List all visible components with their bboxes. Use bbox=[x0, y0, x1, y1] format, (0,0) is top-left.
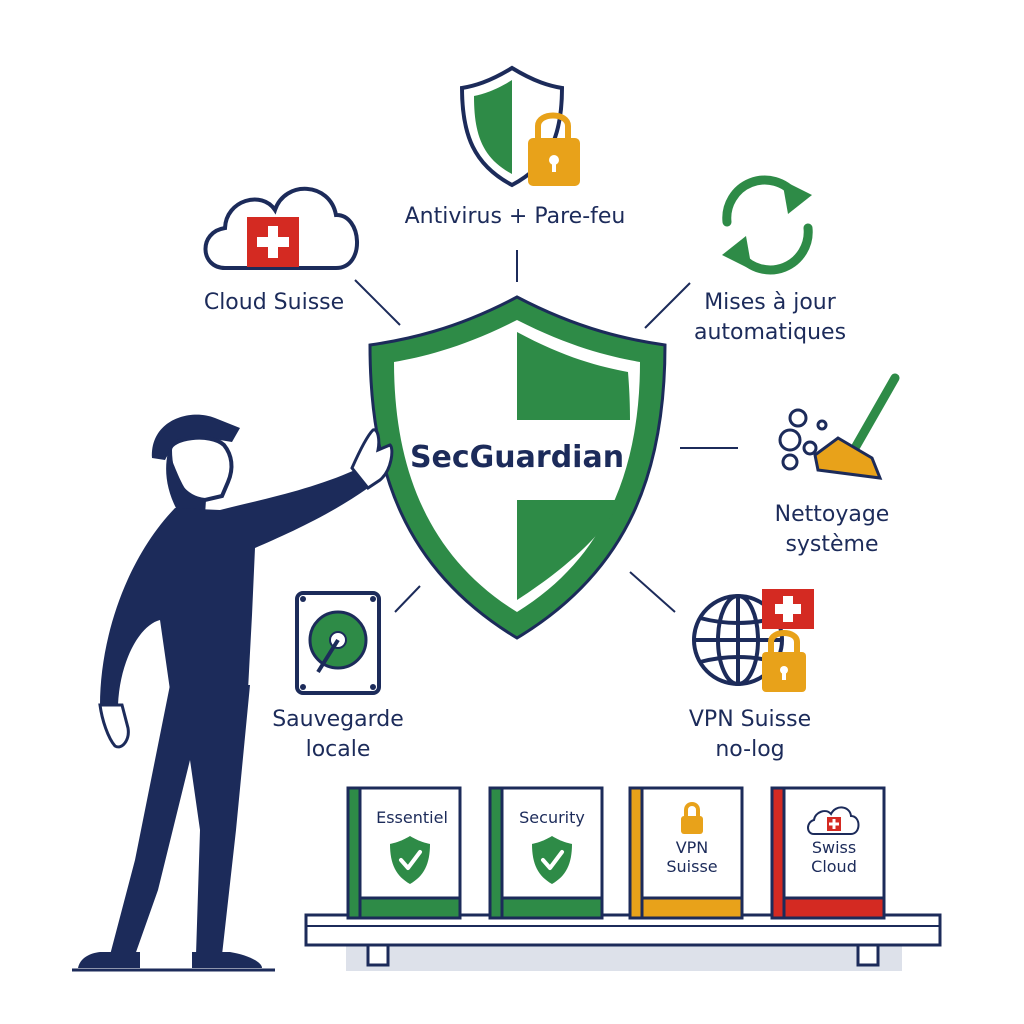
product-label-swiss-cloud: Swiss Cloud bbox=[811, 838, 857, 876]
vpn-label-line1: VPN Suisse bbox=[688, 707, 812, 732]
backup-label-line2: locale bbox=[305, 737, 371, 762]
vpn-swiss-flag-icon bbox=[762, 589, 814, 629]
cleaning-label-line1: Nettoyage bbox=[774, 502, 890, 527]
updates-label-line2: automatiques bbox=[693, 320, 847, 345]
product-label-vpn-line1: VPN bbox=[675, 838, 709, 857]
refresh-arrowhead-top bbox=[782, 180, 812, 214]
product-label-security: Security bbox=[519, 808, 585, 827]
cleaning-label-line2: système bbox=[785, 532, 879, 557]
vpn-padlock-icon bbox=[762, 630, 806, 692]
updates-label-line1: Mises à jour bbox=[704, 290, 836, 315]
backup-label-line1: Sauvegarde bbox=[272, 707, 404, 732]
swiss-cloud-icon bbox=[807, 806, 860, 835]
brand-title: SecGuardian bbox=[409, 440, 625, 475]
product-label-essentiel-line1: Essentiel bbox=[376, 808, 448, 827]
product-label-vpn-line2: Suisse bbox=[666, 857, 718, 876]
check-shield-icon bbox=[390, 836, 430, 884]
connector-cloud bbox=[354, 279, 401, 326]
product-box-vpn-suisse bbox=[628, 786, 744, 920]
cleaning-label: Nettoyage système bbox=[775, 500, 890, 560]
padlock-icon bbox=[681, 802, 703, 834]
swiss-flag-icon bbox=[247, 217, 299, 267]
cloud-label: Cloud Suisse bbox=[203, 290, 345, 315]
connector-lines bbox=[354, 250, 738, 613]
secguardian-shield-icon bbox=[368, 295, 667, 640]
antivirus-padlock-icon bbox=[528, 112, 580, 186]
product-label-swiss-cloud-line1: Swiss bbox=[811, 838, 857, 857]
updates-label: Mises à jour automatiques bbox=[694, 288, 846, 348]
product-box-swiss-cloud bbox=[770, 786, 886, 920]
connector-vpn bbox=[629, 571, 676, 613]
hard-drive-icon bbox=[295, 591, 381, 695]
product-label-swiss-cloud-line2: Cloud bbox=[811, 857, 857, 876]
person-figure bbox=[72, 414, 394, 972]
product-label-essentiel: Essentiel bbox=[376, 808, 448, 827]
vpn-label-line2: no-log bbox=[715, 737, 785, 762]
connector-backup bbox=[394, 585, 421, 613]
broom-icon bbox=[778, 373, 900, 480]
product-box-essentiel bbox=[346, 786, 462, 920]
antivirus-label: Antivirus + Pare-feu bbox=[404, 204, 626, 229]
check-shield-icon bbox=[532, 836, 572, 884]
connector-updates bbox=[644, 282, 691, 329]
product-label-security-line1: Security bbox=[519, 808, 585, 827]
vpn-label: VPN Suisse no-log bbox=[689, 705, 811, 765]
refresh-arrowhead-bottom bbox=[722, 236, 752, 270]
product-label-vpn: VPN Suisse bbox=[666, 838, 717, 876]
backup-label: Sauvegarde locale bbox=[272, 705, 404, 765]
product-boxes bbox=[346, 786, 886, 920]
shelf bbox=[304, 913, 942, 971]
product-box-security bbox=[488, 786, 604, 920]
